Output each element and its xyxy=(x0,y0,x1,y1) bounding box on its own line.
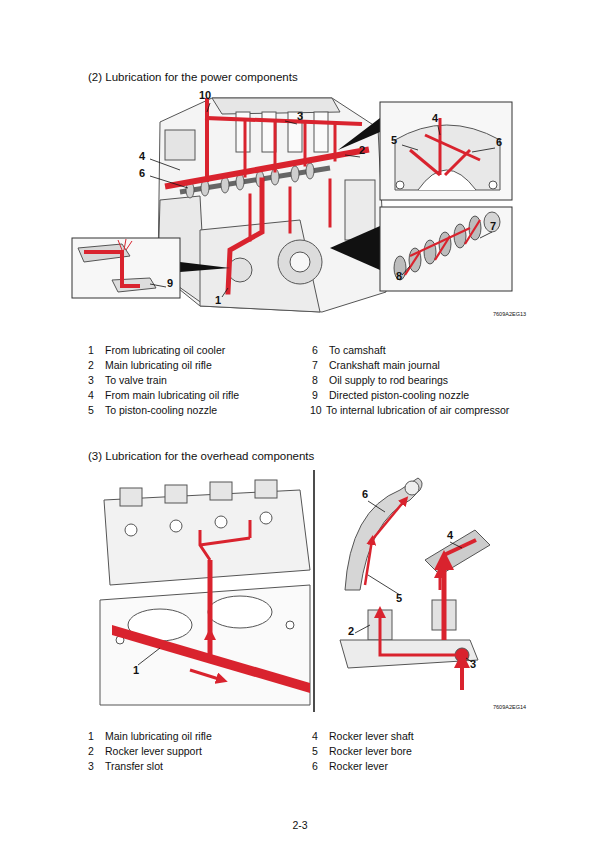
callout-number: 1 xyxy=(133,664,139,676)
callout-number: 4 xyxy=(447,529,453,541)
key-number: 7 xyxy=(312,360,318,372)
key-text: From main lubricating oil rifle xyxy=(105,390,239,402)
key-number: 3 xyxy=(88,761,94,773)
section-heading: (3) Lubrication for the overhead compone… xyxy=(88,450,314,463)
leader-line xyxy=(150,103,495,297)
callout-number: 2 xyxy=(359,144,365,156)
cylinder-head xyxy=(100,480,310,705)
key-text: To piston-cooling nozzle xyxy=(105,405,217,417)
section-heading: (2) Lubrication for the power components xyxy=(88,71,298,84)
figure-code: 7609A2EG14 xyxy=(493,704,526,710)
key-number: 4 xyxy=(312,731,318,743)
key-text: Main lubricating oil rifle xyxy=(105,731,212,743)
callout-number: 9 xyxy=(167,277,173,289)
key-number: 2 xyxy=(88,360,94,372)
key-number: 4 xyxy=(88,390,94,402)
key-text: Rocker lever bore xyxy=(329,746,412,758)
key-text: Rocker lever shaft xyxy=(329,731,414,743)
key-text: From lubricating oil cooler xyxy=(105,345,225,357)
key-text: To valve train xyxy=(105,375,167,387)
callout-number: 3 xyxy=(297,110,303,122)
key-text: Oil supply to rod bearings xyxy=(329,375,448,387)
key-number: 5 xyxy=(88,405,94,417)
key-text: Rocker lever support xyxy=(105,746,202,758)
page-number: 2-3 xyxy=(292,820,307,832)
inset-pointer xyxy=(180,118,380,272)
figure-code: 7609A2EG13 xyxy=(493,311,526,317)
key-text: Transfer slot xyxy=(105,761,163,773)
callout-number: 6 xyxy=(496,136,502,148)
key-number: 10 xyxy=(310,405,322,417)
key-number: 6 xyxy=(312,345,318,357)
callout-number: 8 xyxy=(396,270,402,282)
callout-number: 7 xyxy=(490,220,496,232)
callout-number: 2 xyxy=(348,625,354,637)
key-number: 1 xyxy=(88,345,94,357)
callout-number: 3 xyxy=(470,658,476,670)
key-text: Main lubricating oil rifle xyxy=(105,360,212,372)
engine-block xyxy=(158,98,386,312)
key-number: 9 xyxy=(312,390,318,402)
oil-passages xyxy=(112,520,310,693)
oil-passages xyxy=(168,100,366,292)
callout-number: 1 xyxy=(215,294,221,306)
key-number: 2 xyxy=(88,746,94,758)
key-text: Directed piston-cooling nozzle xyxy=(329,390,469,402)
crankshaft-inset xyxy=(380,207,512,291)
leader-line xyxy=(138,648,160,665)
key-text: Rocker lever xyxy=(329,761,388,773)
key-number: 1 xyxy=(88,731,94,743)
key-number: 3 xyxy=(88,375,94,387)
bearing-inset xyxy=(380,102,512,200)
callout-number: 4 xyxy=(139,150,145,162)
key-text: Crankshaft main journal xyxy=(329,360,440,372)
key-text: To internal lubrication of air compresso… xyxy=(326,405,509,417)
nozzle-inset xyxy=(72,238,180,298)
callout-number: 4 xyxy=(432,112,438,124)
callout-number: 5 xyxy=(396,592,402,604)
callout-number: 5 xyxy=(391,134,397,146)
callout-number: 10 xyxy=(199,89,211,101)
key-number: 6 xyxy=(312,761,318,773)
oil-passages xyxy=(365,500,476,690)
key-number: 5 xyxy=(312,746,318,758)
rocker-assembly xyxy=(340,478,490,668)
key-text: To camshaft xyxy=(329,345,386,357)
divider-line xyxy=(313,470,315,712)
key-number: 8 xyxy=(312,375,318,387)
leader-line xyxy=(355,501,472,662)
callout-number: 6 xyxy=(362,488,368,500)
callout-number: 6 xyxy=(139,167,145,179)
